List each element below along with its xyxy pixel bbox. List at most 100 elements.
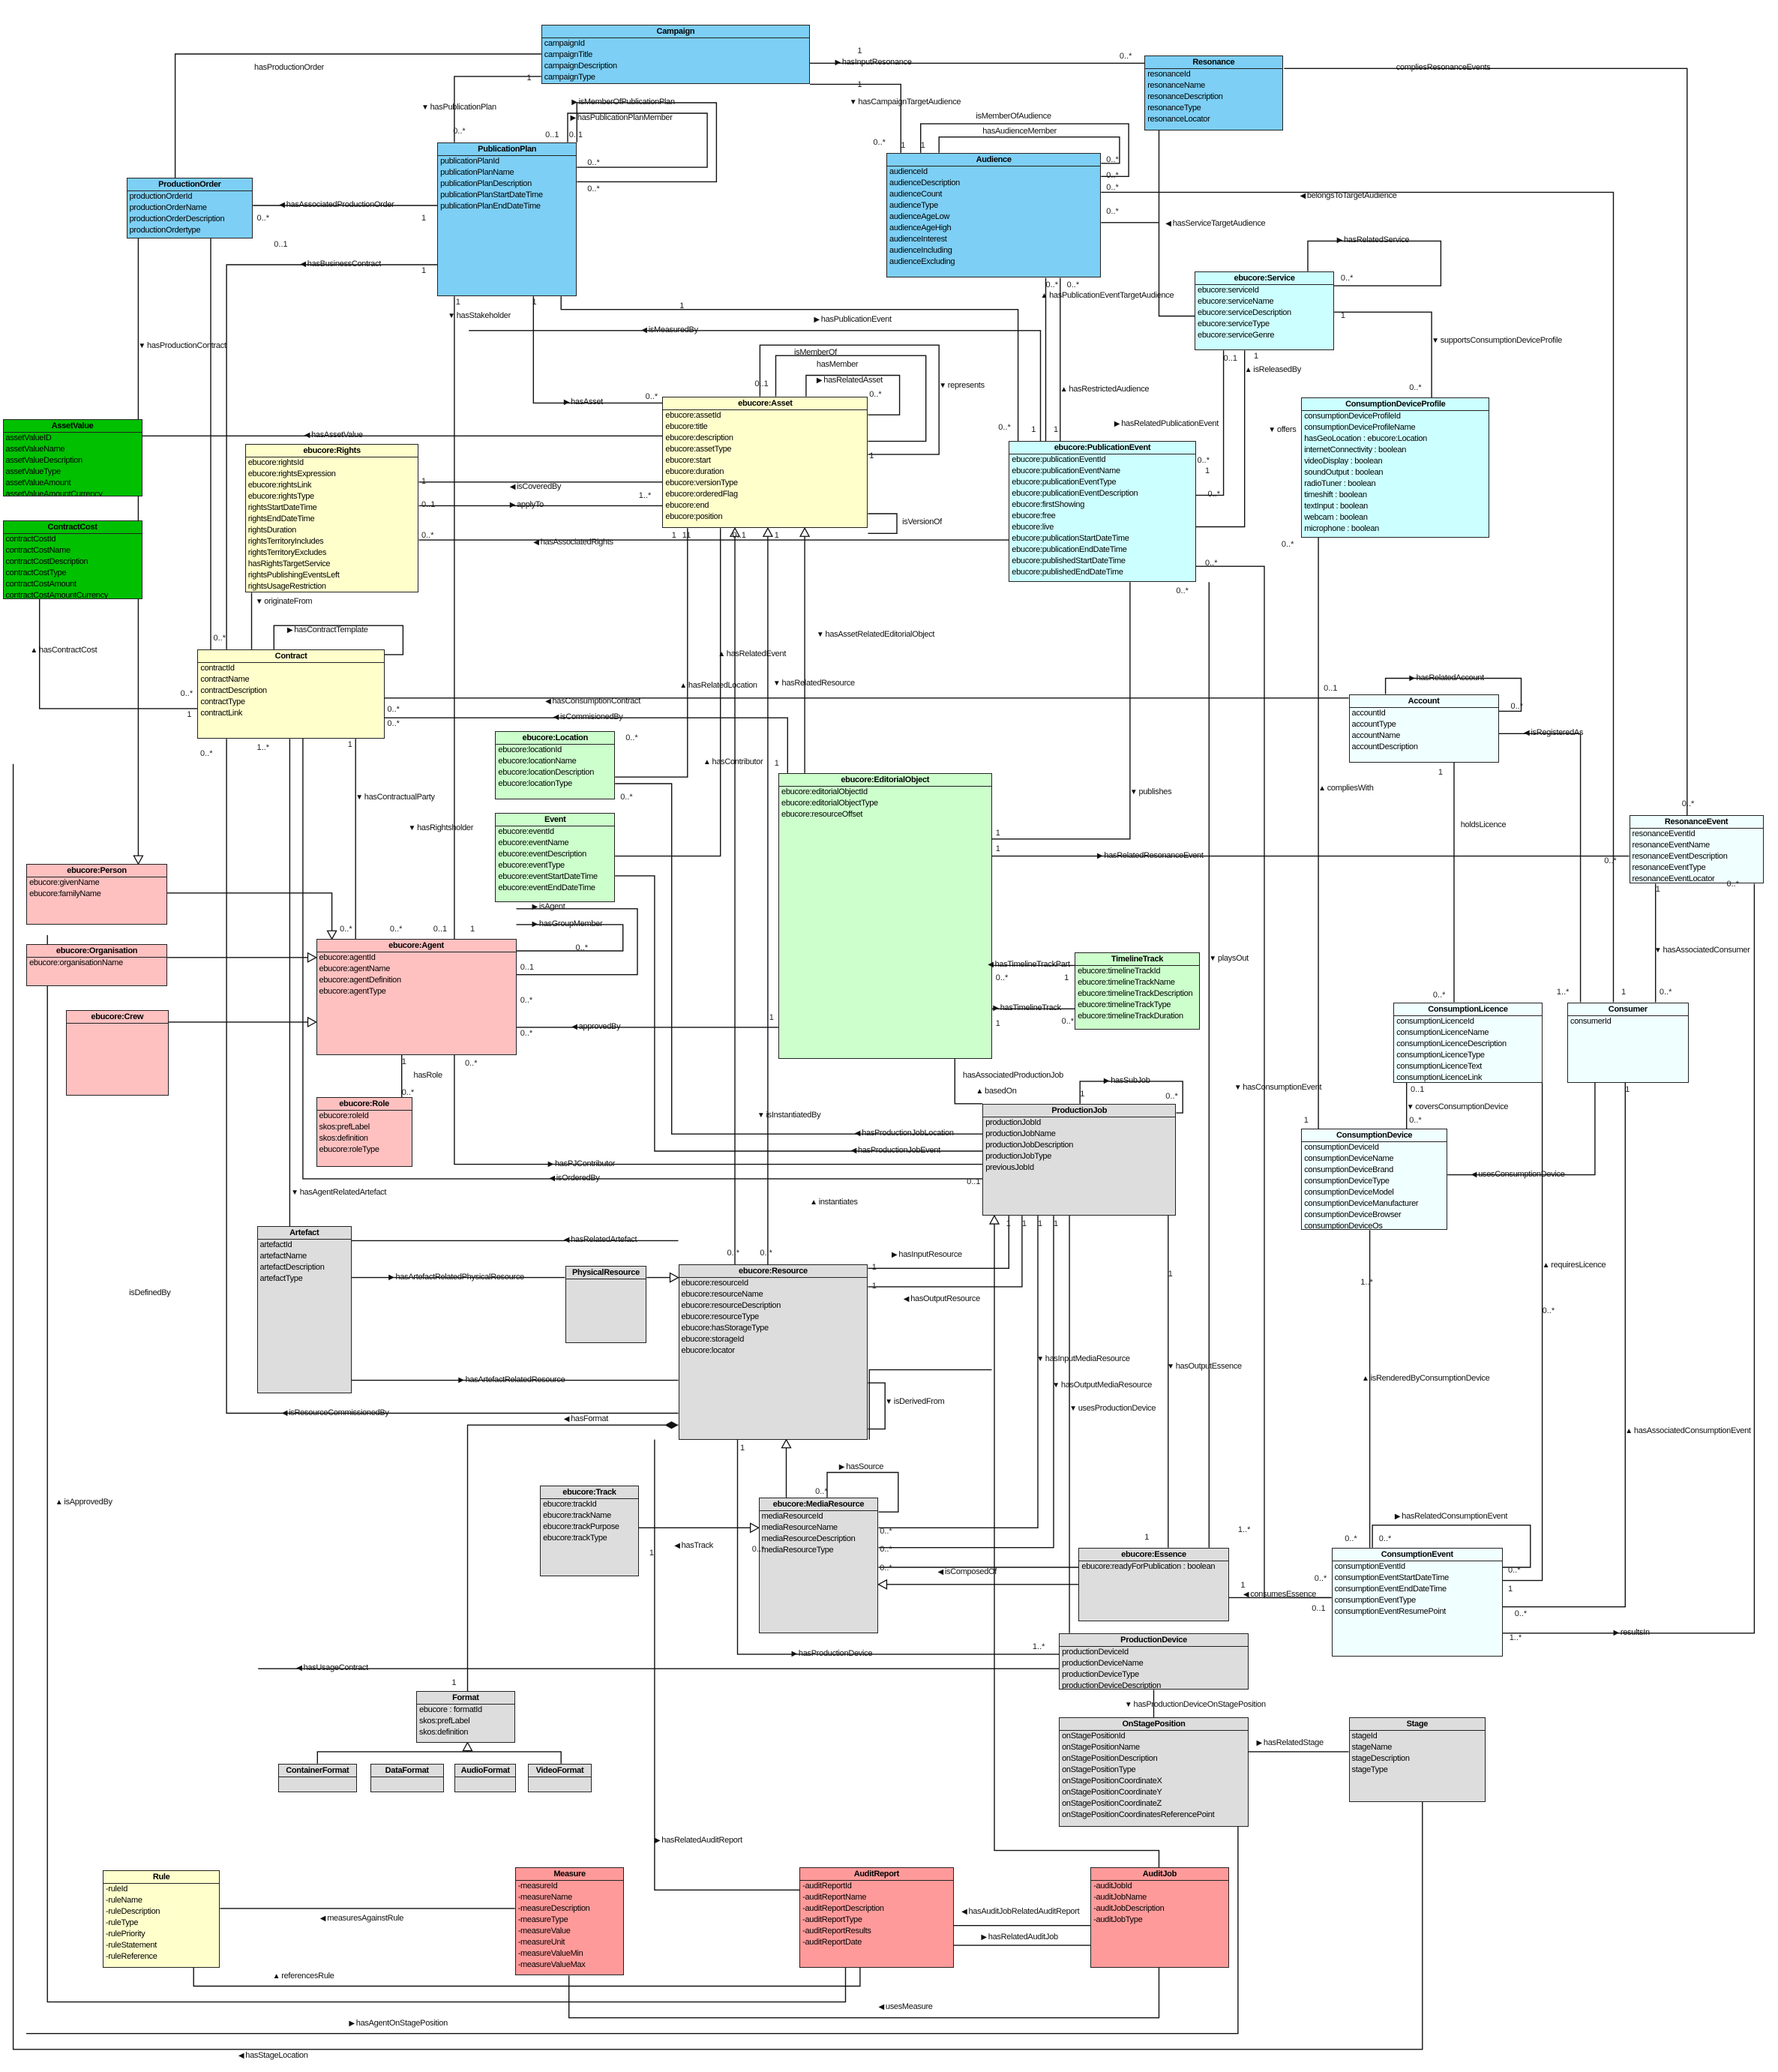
association-label: ▶hasRelatedService — [1337, 235, 1410, 245]
class-attribute: -auditJobDescription — [1093, 1904, 1165, 1914]
multiplicity-label: 0..* — [1106, 171, 1119, 181]
class-container-format[interactable]: ContainerFormat — [277, 1763, 357, 1793]
class-name: ebucore:Asset — [663, 397, 868, 410]
multiplicity-label: 0..* — [1659, 988, 1672, 997]
association-label: ▶hasPublicationPlanMember — [571, 113, 673, 123]
class-attribute: ebucore:publicationEventDescription — [1012, 489, 1138, 499]
association-label: ▶isMemberOfPublicationPlan — [571, 97, 675, 107]
class-data-format[interactable]: DataFormat — [370, 1763, 444, 1793]
association-name: isVersionOf — [902, 517, 943, 527]
association-line — [1498, 733, 1582, 1003]
direction-arrow-up-icon: ▲ — [1244, 365, 1252, 374]
association-line — [1447, 1082, 1596, 1176]
association-label: ◀belongsToTargetAudience — [1300, 191, 1397, 201]
association-name: isInstantiatedBy — [766, 1110, 821, 1120]
direction-arrow-down-icon: ▼ — [408, 823, 416, 832]
class-attribute: campaignDescription — [544, 61, 617, 71]
association-name: isComposedOf — [944, 1567, 997, 1576]
class-rule[interactable]: Rule-ruleId-ruleName-ruleDescription-rul… — [103, 1870, 220, 1968]
direction-arrow-right-icon: ▶ — [814, 315, 820, 324]
class-name: VideoFormat — [529, 1765, 591, 1777]
multiplicity-label: 0..* — [1345, 1534, 1357, 1544]
generalization-arrow-icon — [133, 855, 144, 865]
class-attribute: consumptionDeviceBrowser — [1304, 1210, 1402, 1220]
class-attribute: ebucore:hasStorageType — [681, 1324, 769, 1333]
association-line — [810, 83, 902, 153]
association-name: isReleasedBy — [1253, 364, 1301, 374]
multiplicity-label: 0..* — [520, 1028, 533, 1038]
class-audit-report[interactable]: AuditReport-auditReportId-auditReportNam… — [799, 1867, 954, 1968]
association-name: hasAssociatedConsumer — [1663, 946, 1750, 955]
class-attribute: rightsUsageRestriction — [247, 581, 326, 591]
class-attribute: consumptionEventId — [1334, 1561, 1406, 1571]
association-label: hasRole — [414, 1071, 443, 1081]
class-attribute: -auditJobName — [1093, 1893, 1147, 1903]
class-audit-job[interactable]: AuditJob-auditJobId-auditJobName-auditJo… — [1090, 1867, 1229, 1968]
generalization-arrow-icon — [729, 526, 741, 537]
direction-arrow-left-icon: ◀ — [509, 482, 516, 491]
association-name: hasRelatedLocation — [688, 681, 757, 690]
generalization-arrow-icon — [326, 930, 337, 940]
class-attribute: ebucore:publicationEventName — [1012, 466, 1120, 476]
association-name: hasAgentOnStagePosition — [355, 2019, 448, 2029]
multiplicity-label: 0..* — [465, 1059, 478, 1069]
class-physical-resource[interactable]: PhysicalResource — [565, 1265, 647, 1344]
association-line — [1101, 191, 1615, 1003]
association-label: ▲hasAssociatedConsumptionEvent — [1625, 1426, 1751, 1436]
association-name: hasInputMediaResource — [1045, 1354, 1130, 1363]
class-name: ResonanceEvent — [1630, 816, 1763, 829]
class-attribute: ebucore:rightsId — [247, 457, 304, 467]
multiplicity-label: 0..* — [1106, 155, 1119, 165]
class-measure[interactable]: Measure-measureId-measureName-measureDes… — [514, 1867, 625, 1976]
multiplicity-label: 1 — [401, 1057, 406, 1067]
direction-arrow-left-icon: ◀ — [937, 1568, 944, 1576]
association-name: hasPublicationEvent — [820, 314, 892, 324]
direction-arrow-down-icon: ▼ — [1129, 788, 1138, 797]
class-attribute: rightsPublishingEventsLeft — [247, 570, 340, 580]
class-audio-format[interactable]: AudioFormat — [454, 1763, 517, 1793]
class-crew[interactable]: ebucore:Crew — [65, 1010, 169, 1096]
association-label: compliesResonanceEvents — [1396, 63, 1491, 73]
class-name: OnStagePosition — [1060, 1718, 1248, 1732]
association-name: isDerivedFrom — [893, 1397, 945, 1407]
multiplicity-label: 1 — [1021, 1219, 1027, 1229]
class-video-format[interactable]: VideoFormat — [528, 1763, 592, 1793]
